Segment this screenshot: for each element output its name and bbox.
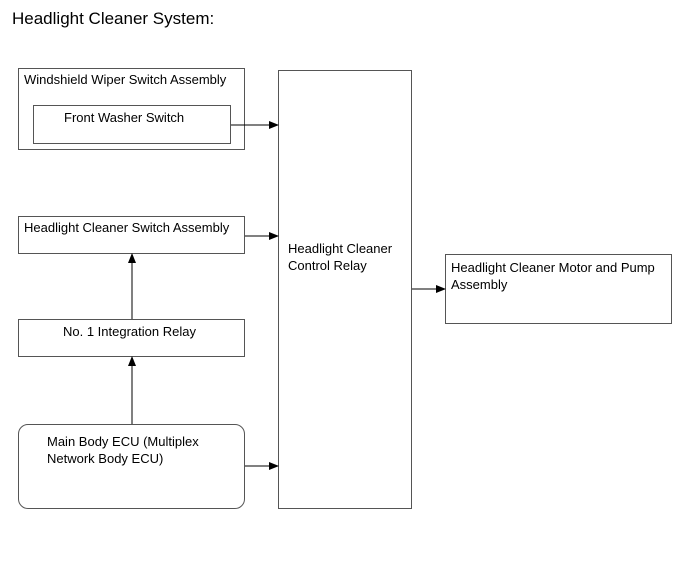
front-washer-switch-label: Front Washer Switch bbox=[64, 110, 185, 125]
integration-relay-label: No. 1 Integration Relay bbox=[63, 324, 196, 339]
front-washer-switch-box bbox=[33, 105, 231, 144]
wiper-switch-assembly-label: Windshield Wiper Switch Assembly bbox=[24, 72, 227, 87]
motor-pump-assembly-box bbox=[445, 254, 672, 324]
control-relay-box bbox=[278, 70, 412, 509]
main-body-ecu-box bbox=[18, 424, 245, 509]
main-body-ecu-label: Main Body ECU (Multiplex Network Body EC… bbox=[47, 434, 199, 466]
headlight-cleaner-switch-assembly-box bbox=[18, 216, 245, 254]
headlight-cleaner-switch-assembly-label: Headlight Cleaner Switch Assembly bbox=[24, 220, 230, 235]
diagram-title: Headlight Cleaner System: bbox=[12, 9, 215, 28]
control-relay-label: Headlight Cleaner Control Relay bbox=[288, 241, 393, 273]
motor-pump-assembly-label: Headlight Cleaner Motor and Pump Assembl… bbox=[451, 260, 655, 292]
